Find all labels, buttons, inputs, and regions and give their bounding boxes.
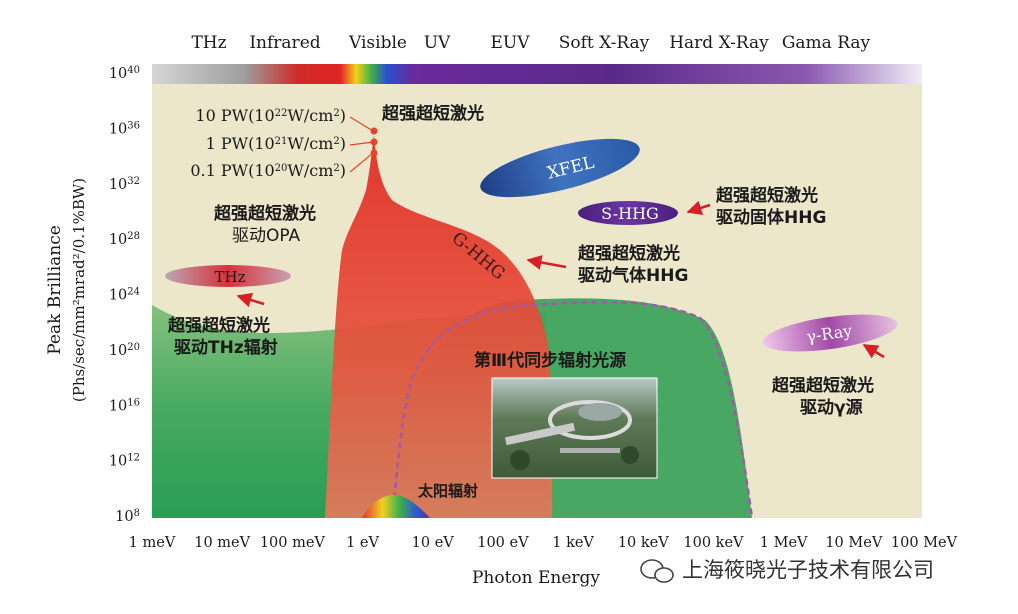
synchrotron-photo <box>491 377 658 479</box>
power-level-label: 0.1 PW(1020W/cm2) <box>190 161 346 180</box>
x-axis-title: Photon Energy <box>472 568 600 588</box>
x-tick-label: 100 eV <box>477 535 529 551</box>
power-markers <box>349 116 378 173</box>
thz-note-1: 超强超短激光 <box>168 315 270 336</box>
thz-ellipse: THz <box>165 265 291 287</box>
gamma-note-1: 超强超短激光 <box>772 375 874 396</box>
y-axis-unit: (Phs/sec/mm²mrad²/0.1%BW) <box>70 178 88 402</box>
power-level-labels: 10 PW(1022W/cm2) 1 PW(1021W/cm2) 0.1 PW(10… <box>190 106 346 180</box>
band-label: Hard X-Ray <box>669 33 769 53</box>
band-label: Soft X-Ray <box>559 33 650 53</box>
x-tick-label: 100 keV <box>683 535 744 551</box>
x-tick-label: 1 keV <box>552 535 594 551</box>
x-tick-label: 10 MeV <box>825 535 882 551</box>
ghhg-note-1: 超强超短激光 <box>578 243 680 264</box>
band-label: Visible <box>348 33 407 53</box>
shhg-note-2: 驱动固体HHG <box>716 207 826 228</box>
y-tick-label: 1036 <box>109 120 140 138</box>
x-tick-label: 10 eV <box>412 535 455 551</box>
watermark: 上海筱晓光子技术有限公司 <box>640 558 934 583</box>
synchrotron-boundary <box>390 300 754 519</box>
x-tick-label: 100 MeV <box>891 535 958 551</box>
y-axis-title: Peak Brilliance <box>45 225 65 355</box>
ghhg-note-2: 驱动气体HHG <box>578 265 688 286</box>
thz-note-2: 驱动THz辐射 <box>174 337 278 358</box>
sun-label: 太阳辐射 <box>418 482 478 500</box>
opa-label-1: 超强超短激光 <box>214 203 316 224</box>
shhg-note-1: 超强超短激光 <box>716 185 818 206</box>
wechat-icon <box>640 559 674 583</box>
y-tick-label: 1040 <box>109 65 140 83</box>
x-tick-label: 10 keV <box>618 535 669 551</box>
band-label: Infrared <box>249 33 320 53</box>
y-tick-label: 108 <box>115 508 140 526</box>
x-tick-label: 1 MeV <box>760 535 808 551</box>
power-level-label: 1 PW(1021W/cm2) <box>206 134 346 153</box>
x-tick-label: 1 meV <box>129 535 176 551</box>
band-label: UV <box>424 33 451 53</box>
band-label: EUV <box>490 33 530 53</box>
sync-label: 第Ⅲ代同步辐射光源 <box>474 350 626 371</box>
band-labels: THz Infrared Visible UV EUV Soft X-Ray Hard X-… <box>191 33 870 53</box>
shhg-label: S-HHG <box>601 204 659 223</box>
peak-label: 超强超短激光 <box>382 103 484 124</box>
x-tick-label: 100 meV <box>260 535 326 551</box>
power-level-label: 10 PW(1022W/cm2) <box>195 106 346 125</box>
y-tick-label: 1028 <box>109 231 140 249</box>
gamma-ellipse: γ-Ray <box>762 314 898 352</box>
y-axis-ticks: 1040 1036 1032 1028 1024 1020 1016 1012 108 <box>109 65 140 526</box>
solar-spectrum <box>362 495 430 518</box>
y-tick-label: 1012 <box>109 452 140 470</box>
x-axis-ticks: 1 meV 10 meV 100 meV 1 eV 10 eV 100 eV 1 keV 10… <box>129 535 958 551</box>
shhg-ellipse: S-HHG <box>578 201 678 225</box>
band-label: THz <box>191 33 226 53</box>
xfel-ellipse: XFEL <box>480 138 640 198</box>
opa-label-2: 驱动OPA <box>232 226 301 246</box>
watermark-text: 上海筱晓光子技术有限公司 <box>682 558 934 582</box>
y-tick-label: 1032 <box>109 175 140 193</box>
y-tick-label: 1016 <box>109 397 140 415</box>
x-tick-label: 10 meV <box>194 535 250 551</box>
y-tick-label: 1024 <box>109 286 140 304</box>
gamma-note-2: 驱动γ源 <box>800 397 863 418</box>
band-label: Gama Ray <box>782 33 871 53</box>
x-tick-label: 1 eV <box>346 535 379 551</box>
y-tick-label: 1020 <box>109 341 140 359</box>
thz-label: THz <box>215 268 246 286</box>
spectrum-bar <box>152 64 922 84</box>
annotation-arrows <box>236 200 885 359</box>
